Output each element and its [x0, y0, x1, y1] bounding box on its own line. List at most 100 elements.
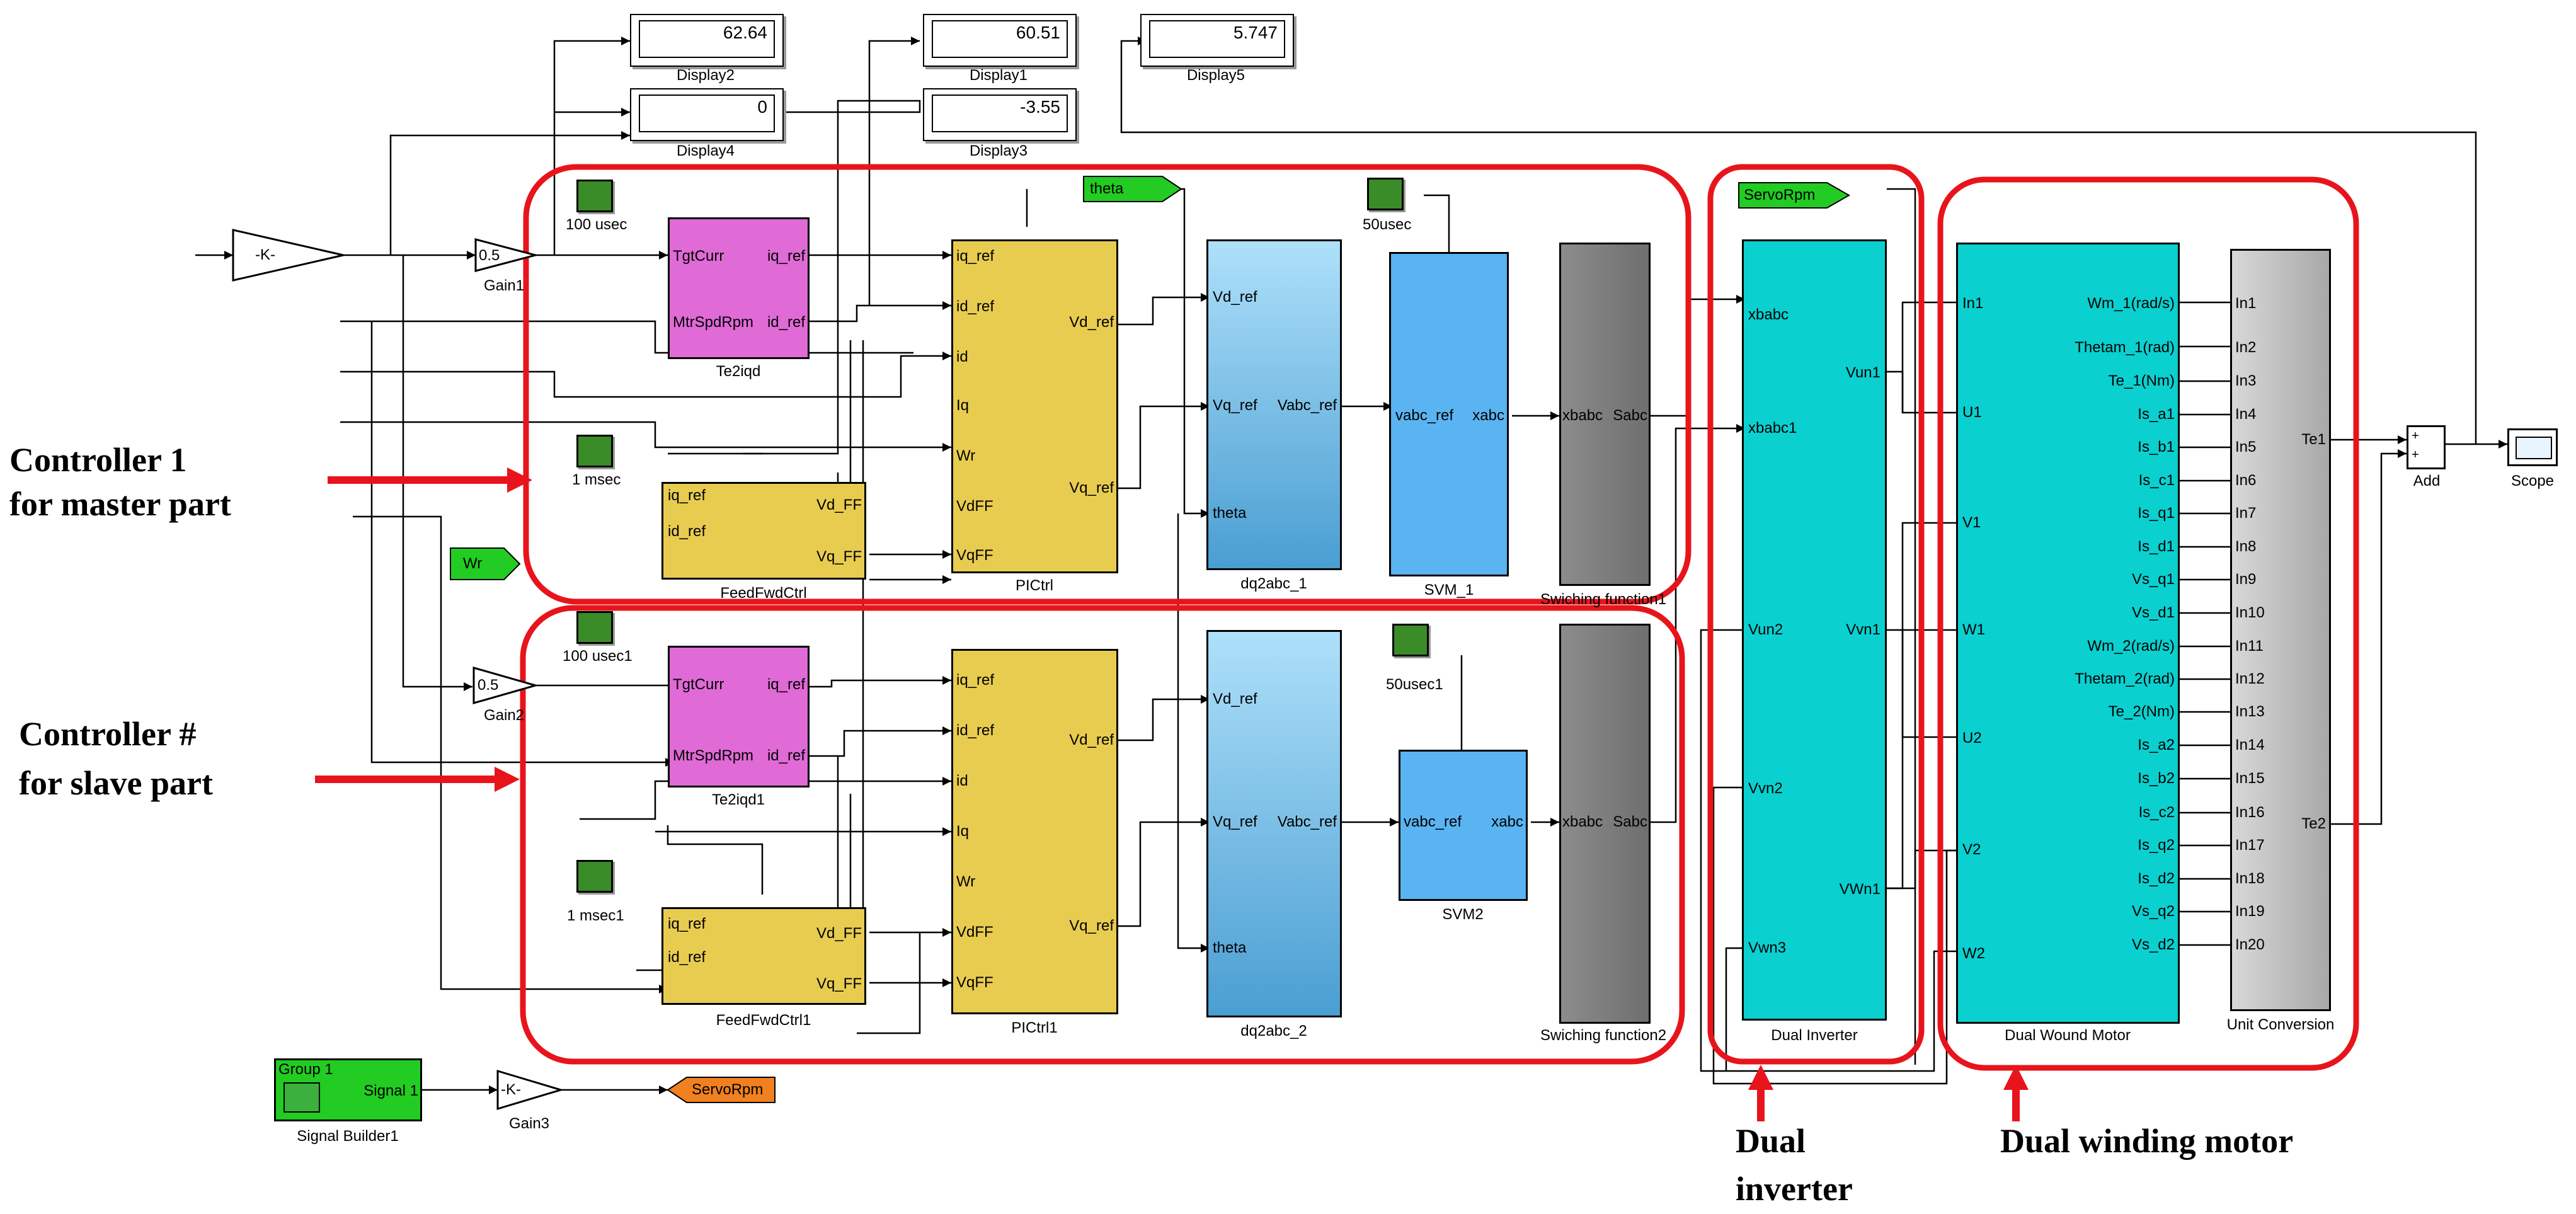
feedfwd1-in2: id_ref — [668, 949, 706, 966]
pulse-1msec-icon[interactable] — [576, 435, 613, 467]
feedfwd-out2: Vq_FF — [816, 548, 862, 565]
unitconv-in-12: In12 — [2235, 670, 2265, 687]
unitconv-in-18: In18 — [2235, 870, 2265, 887]
pulse-50usec1-icon[interactable] — [1392, 624, 1429, 656]
controller2-annotation-line2: for slave part — [19, 764, 213, 802]
switching2-label: Swiching function2 — [1540, 1027, 1667, 1044]
display1-block: 60.51 — [923, 14, 1077, 67]
servorpm-goto-tag[interactable]: ServoRpm — [692, 1081, 764, 1098]
servorpm-from-shape — [1738, 182, 1851, 209]
svm1-block[interactable] — [1389, 252, 1509, 576]
unitconv-in-7: In7 — [2235, 505, 2257, 522]
motor-out-14: Is_a2 — [2138, 736, 2175, 753]
motor-in-3: V1 — [1962, 514, 1981, 531]
pulse-100usec1-icon[interactable] — [576, 611, 613, 644]
gain3-value[interactable]: -K- — [501, 1081, 521, 1098]
svm2-out: xabc — [1491, 813, 1523, 830]
dual-wound-motor-label: Dual Wound Motor — [2005, 1027, 2131, 1044]
gain1-value[interactable]: 0.5 — [479, 247, 500, 264]
svm2-block[interactable] — [1399, 750, 1528, 901]
pictrl1-label: PICtrl1 — [1011, 1019, 1058, 1036]
pulse-100usec-icon[interactable] — [576, 180, 613, 212]
svm1-out: xabc — [1472, 407, 1504, 424]
switching-function1-block[interactable] — [1559, 243, 1651, 586]
inverter-annotation-line1: Dual — [1736, 1122, 1806, 1160]
pictrl-out2: Vq_ref — [1069, 479, 1114, 496]
feedfwd1-out2: Vq_FF — [816, 975, 862, 992]
motor-out-6: Is_c1 — [2138, 472, 2175, 489]
motor-in-7: W2 — [1962, 945, 1985, 962]
add-plus-1: + — [2412, 429, 2419, 443]
dq2abc-2-block[interactable] — [1206, 630, 1342, 1017]
dq2abc1-in3: theta — [1213, 505, 1247, 522]
pulse-1msec1-icon[interactable] — [576, 860, 613, 893]
unitconv-in-2: In2 — [2235, 339, 2257, 356]
display1-value: 60.51 — [932, 20, 1068, 58]
motor-out-1: Wm_1(rad/s) — [2087, 295, 2175, 312]
servorpm-from-tag[interactable]: ServoRpm — [1744, 186, 1816, 203]
dq2abc1-in2: Vq_ref — [1213, 397, 1257, 414]
pictrl-port-2: id_ref — [956, 298, 995, 315]
wr-tag[interactable]: Wr — [463, 555, 483, 572]
pictrl-out1: Vd_ref — [1069, 314, 1114, 331]
pictrl-port-5: Wr — [956, 447, 976, 464]
te2iqd1-out2: id_ref — [767, 747, 805, 764]
display2-label: Display2 — [676, 67, 735, 84]
dq2abc1-label: dq2abc_1 — [1240, 575, 1307, 592]
gain2-value[interactable]: 0.5 — [478, 677, 499, 694]
pictrl-port-1: iq_ref — [956, 248, 995, 265]
pulse-50usec-icon[interactable] — [1367, 178, 1404, 210]
unitconv-in-1: In1 — [2235, 295, 2257, 312]
inverter-in-3: Vun2 — [1748, 621, 1783, 638]
gain3-triangle — [496, 1069, 564, 1111]
display4-label: Display4 — [676, 142, 735, 159]
pictrl1-out2: Vq_ref — [1069, 917, 1114, 934]
add-block[interactable] — [2407, 425, 2446, 469]
motor-annotation: Dual winding motor — [2000, 1122, 2294, 1160]
motor-in-1: In1 — [1962, 295, 1984, 312]
unitconv-in-9: In9 — [2235, 571, 2257, 588]
display3-value: -3.55 — [932, 94, 1068, 132]
pictrl1-block[interactable] — [951, 649, 1118, 1014]
switching1-out: Sabc — [1613, 407, 1647, 424]
unit-conversion-block[interactable] — [2230, 249, 2331, 1011]
signal-builder-label: Signal Builder1 — [297, 1128, 399, 1145]
theta-tag-shape — [1083, 176, 1182, 202]
display3-label: Display3 — [969, 142, 1028, 159]
feedfwdctrl1-block[interactable] — [661, 907, 866, 1005]
display3-block: -3.55 — [923, 88, 1077, 141]
motor-in-6: V2 — [1962, 841, 1981, 858]
dual-inverter-block[interactable] — [1742, 239, 1887, 1021]
add-label: Add — [2413, 472, 2441, 490]
motor-out-19: Vs_q2 — [2131, 903, 2175, 920]
pictrl1-port-7: VqFF — [956, 974, 993, 991]
gain-k-value[interactable]: -K- — [255, 246, 275, 263]
te2iqd-out2: id_ref — [767, 314, 805, 331]
te2iqd-in2: MtrSpdRpm — [673, 314, 754, 331]
te2iqd1-out1: iq_ref — [767, 676, 805, 693]
dual-wound-motor-block[interactable] — [1956, 243, 2180, 1024]
pictrl1-out1: Vd_ref — [1069, 731, 1114, 748]
controller1-annotation-line1: Controller 1 — [9, 441, 187, 479]
pictrl-port-3: id — [956, 348, 968, 365]
te2iqd-block[interactable] — [668, 217, 810, 359]
gain-k-triangle — [232, 229, 344, 282]
svm1-in: vabc_ref — [1395, 407, 1454, 424]
feedfwdctrl-block[interactable] — [661, 482, 866, 580]
te2iqd1-block[interactable] — [668, 646, 810, 787]
inverter-in-1: xbabc — [1748, 306, 1789, 323]
controller1-annotation-line2: for master part — [9, 485, 231, 523]
unitconv-in-8: In8 — [2235, 538, 2257, 555]
pictrl-block[interactable] — [951, 239, 1118, 573]
theta-tag[interactable]: theta — [1090, 180, 1124, 197]
unitconv-out-2: Te2 — [2301, 815, 2326, 832]
scope-block[interactable] — [2507, 428, 2558, 466]
switching-function2-block[interactable] — [1559, 624, 1651, 1024]
motor-out-15: Is_b2 — [2138, 770, 2175, 787]
unitconv-in-5: In5 — [2235, 438, 2257, 455]
unitconv-in-13: In13 — [2235, 703, 2265, 720]
dq2abc-1-block[interactable] — [1206, 239, 1342, 570]
dq2abc1-out: Vabc_ref — [1277, 397, 1337, 414]
motor-in-5: U2 — [1962, 730, 1982, 747]
svm2-label: SVM2 — [1442, 906, 1484, 923]
